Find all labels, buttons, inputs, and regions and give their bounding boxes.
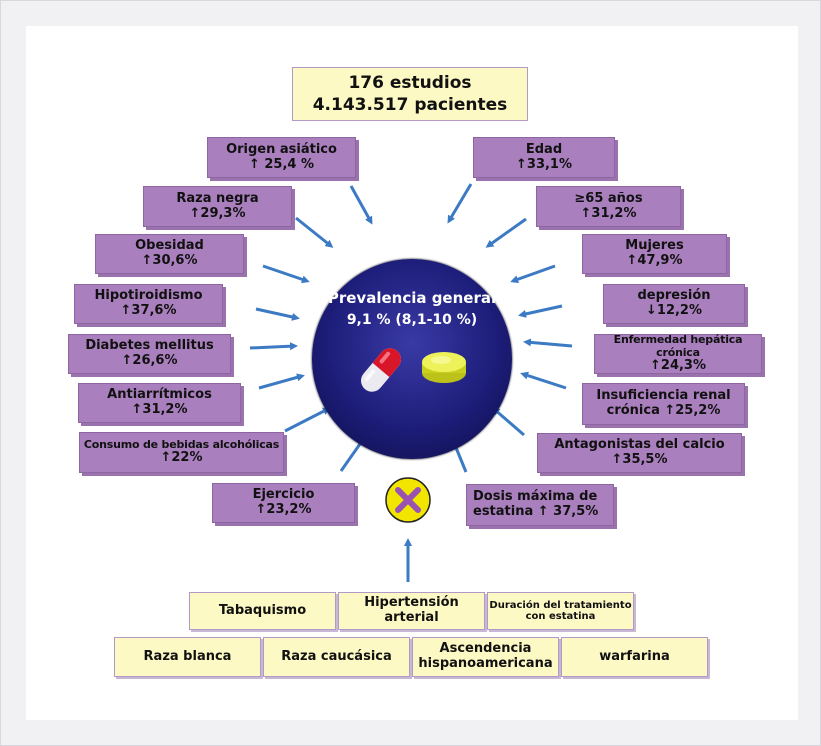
factor-antagonistas-calcio: Antagonistas del calcio ↑35,5% [537,433,742,473]
arrow [447,183,473,224]
factor-value: ↑22% [160,450,203,466]
no-effect-raza-blanca: Raza blanca [114,637,261,677]
arrow [520,371,567,390]
factor-antiarritmicos: Antiarrítmicos ↑31,2% [78,383,241,423]
factor-label: depresión [637,288,711,304]
no-effect-label: Duración del tratamiento con estatina [489,599,632,623]
arrow [510,264,556,284]
factor-value: ↑30,6% [141,253,198,268]
factor-value: ↑ 25,4 % [248,156,315,172]
prevalence-value: 9,1 % (8,1-10 %) [346,312,478,328]
patient-count: 4.143.517 pacientes [312,95,508,115]
factor-label: ≥65 años [574,190,643,206]
factor-dosis-maxima-estatina: Dosis máxima de estatina ↑ 37,5% [466,484,614,526]
arrow [255,307,300,321]
factor-label: Mujeres [625,238,684,254]
study-count: 176 estudios [348,72,472,93]
factor-value: ↑26,6% [121,353,178,368]
factor-65-anos: ≥65 años ↑31,2% [536,186,681,227]
factor-value: ↑23,2% [255,502,312,517]
no-effect-label: Hipertensión arterial [364,595,459,625]
factor-label: Hipotiroidismo [94,288,203,304]
factor-diabetes-mellitus: Diabetes mellitus ↑26,6% [68,334,231,374]
arrows-layer [249,183,573,582]
factor-label: Insuficiencia renal [596,388,731,404]
no-effect-label: Ascendencia hispanoamericana [418,641,553,671]
factor-label: Edad [525,141,563,157]
capsule-icon [361,348,401,392]
arrow [284,407,331,433]
arrow [249,342,298,351]
factor-ejercicio: Ejercicio ↑23,2% [212,483,355,523]
factor-value: crónica ↑25,2% [606,403,721,418]
no-effect-label: Raza caucásica [281,648,392,664]
factor-label: Enfermedad hepática crónica [613,332,743,359]
factor-label: Origen asiático [226,141,337,157]
factor-consumo-alcohol: Consumo de bebidas alcohólicas ↑22% [79,432,284,473]
no-effect-duracion-tratamiento: Duración del tratamiento con estatina [487,592,634,630]
arrow [485,217,527,248]
factor-enfermedad-hepatica: Enfermedad hepática crónica ↑24,3% [594,332,762,374]
factor-mujeres: Mujeres ↑47,9% [582,234,727,274]
no-effect-ascendencia-hispano: Ascendencia hispanoamericana [412,637,559,677]
factor-hipotiroidismo: Hipotiroidismo ↑37,6% [74,284,223,324]
factor-value: ↑31,2% [580,205,637,221]
no-effect-hipertension: Hipertensión arterial [338,592,485,630]
arrow [523,338,573,348]
factor-label: Ejercicio [252,487,315,503]
arrow [491,407,525,437]
no-effect-label: warfarina [599,648,670,664]
factor-value: ↑31,2% [131,402,188,417]
factor-label: Antagonistas del calcio [554,437,725,453]
factor-value: ↑33,1% [516,156,572,172]
arrow [518,304,563,318]
no-effect-warfarina: warfarina [561,637,708,677]
factor-label: Diabetes mellitus [85,338,214,354]
factor-value: ↑24,3% [650,358,706,374]
factor-insuficiencia-renal: Insuficiencia renal crónica ↑25,2% [582,383,745,425]
tablet-icon [422,352,466,383]
no-effect-label: Tabaquismo [218,602,307,618]
factor-label: Consumo de bebidas alcohólicas [83,437,280,451]
diagram-canvas: 176 estudios 4.143.517 pacientes Prevale… [26,26,798,720]
factor-value: ↑37,6% [120,303,177,318]
factor-value: ↓12,2% [646,303,702,318]
arrow [349,185,373,225]
factor-label: Antiarrítmicos [107,387,212,403]
factor-value: ↑47,9% [626,253,683,268]
factor-label: Obesidad [135,238,204,254]
no-effect-x-icon [385,477,431,523]
arrow [262,264,310,284]
factor-label: Raza negra [176,190,259,206]
no-effect-raza-caucasica: Raza caucásica [263,637,410,677]
arrow [258,373,305,390]
arrow [295,216,334,248]
factor-value: ↑35,5% [611,452,668,467]
factor-label: Dosis máxima de [473,489,598,505]
no-effect-tabaquismo: Tabaquismo [189,592,336,630]
factor-edad: Edad ↑33,1% [473,137,615,178]
factor-value: ↑29,3% [189,205,246,221]
no-effect-label: Raza blanca [143,648,232,664]
factor-value: estatina ↑ 37,5% [473,504,599,519]
summary-box: 176 estudios 4.143.517 pacientes [292,67,528,121]
factor-raza-negra: Raza negra ↑29,3% [143,186,292,227]
prevalence-title: Prevalencia general [327,289,497,307]
factor-obesidad: Obesidad ↑30,6% [95,234,244,274]
prevalence-sphere [312,259,512,459]
factor-origen-asiatico: Origen asiático ↑ 25,4 % [207,137,356,178]
factor-depresion: depresión ↓12,2% [603,284,745,324]
